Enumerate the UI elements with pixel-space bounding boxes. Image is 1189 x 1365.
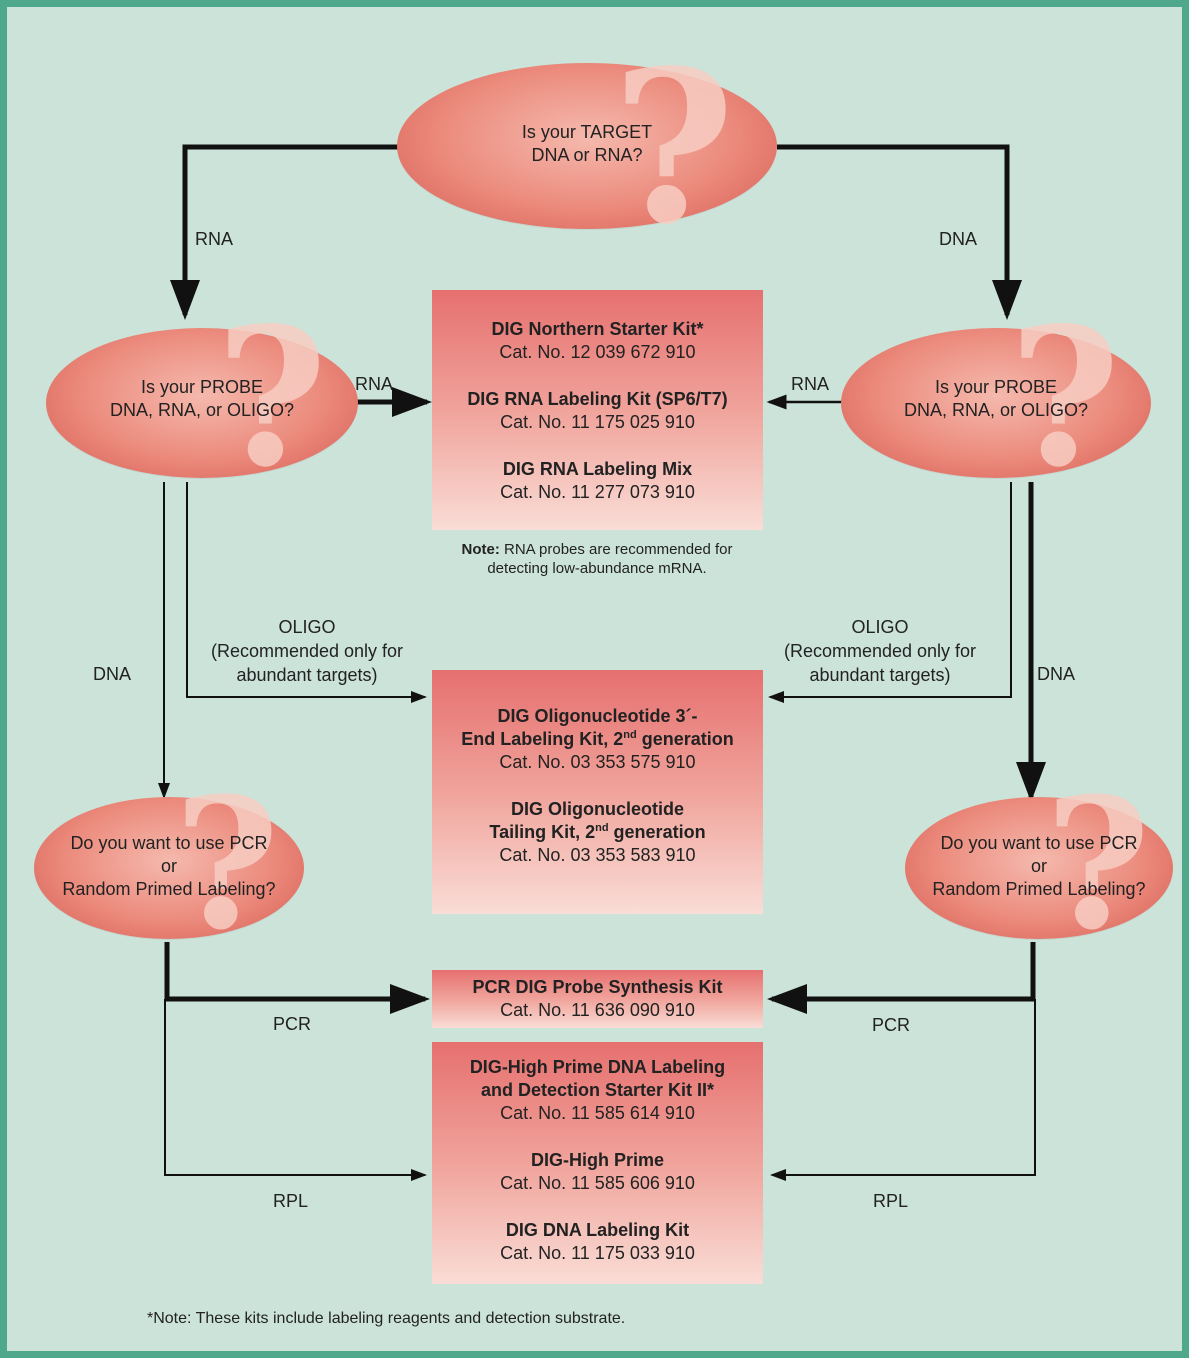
label-rna-probe-left: RNA <box>355 374 394 394</box>
right-pcr-question-text: Do you want to use PCR or Random Primed … <box>932 832 1145 901</box>
left-probe-question-line1: Is your PROBE <box>140 377 264 397</box>
left-probe-question-text: Is your PROBE DNA, RNA, or OLIGO? <box>110 376 294 422</box>
question-mark-icon: ? <box>216 286 328 509</box>
rpl-kit1-line2: and Detection Starter Kit II* <box>480 1080 715 1100</box>
oligo-kits-box: DIG Oligonucleotide 3´- End Labeling Kit… <box>432 670 763 914</box>
right-pcr-question-line3: Random Primed Labeling? <box>932 878 1146 899</box>
rna-kit1-cat: Cat. No. 12 039 672 910 <box>499 342 696 362</box>
target-question-line2: DNA or RNA? <box>531 145 643 165</box>
arrow-right-pcr <box>767 942 1036 1014</box>
rpl-kit3-name: DIG DNA Labeling Kit <box>505 1220 690 1240</box>
question-mark-icon: ? <box>174 759 280 970</box>
left-pcr-question-line1: Do you want to use PCR <box>70 832 268 853</box>
right-probe-question-ellipse: ? Is your PROBE DNA, RNA, or OLIGO? <box>841 303 1151 493</box>
arrow-target-to-left-probe <box>170 144 404 320</box>
connector-lines <box>158 144 1046 1181</box>
arrow-left-rpl <box>164 999 427 1181</box>
pcr-kit-cat: Cat. No. 11 636 090 910 <box>500 1000 695 1020</box>
label-dna-right-probe: DNA <box>1037 664 1076 684</box>
label-rpl-left: RPL <box>273 1191 309 1211</box>
pcr-kit-box: PCR DIG Probe Synthesis Kit Cat. No. 11 … <box>432 970 763 1028</box>
right-pcr-question-line2: or <box>1030 855 1047 876</box>
arrow-left-probe-oligo <box>186 482 427 703</box>
arrow-left-pcr <box>164 942 430 1014</box>
arrow-target-to-right-probe <box>777 144 1022 320</box>
left-probe-question-line2: DNA, RNA, or OLIGO? <box>109 400 295 420</box>
pcr-kit-name: PCR DIG Probe Synthesis Kit <box>472 977 723 997</box>
label-rna-probe-right: RNA <box>791 374 830 394</box>
right-probe-question-line2: DNA, RNA, or OLIGO? <box>903 400 1089 420</box>
rna-kit2-cat: Cat. No. 11 175 025 910 <box>500 412 695 432</box>
left-pcr-question-text: Do you want to use PCR or Random Primed … <box>62 832 275 901</box>
rpl-kit1-line1: DIG-High Prime DNA Labeling <box>469 1057 726 1077</box>
left-pcr-question-line3: Random Primed Labeling? <box>62 878 276 899</box>
rna-note-bold: Note: <box>461 541 500 558</box>
label-pcr-right: PCR <box>872 1015 911 1035</box>
right-pcr-question-ellipse: ? Do you want to use PCR or Random Prime… <box>905 775 1173 955</box>
arrow-right-probe-oligo <box>768 482 1012 703</box>
rpl-kit1-cat: Cat. No. 11 585 614 910 <box>500 1103 695 1123</box>
oligo-kit2-line1: DIG Oligonucleotide <box>510 799 684 819</box>
rna-kits-box: DIG Northern Starter Kit* Cat. No. 12 03… <box>432 290 763 530</box>
rna-kit2-name: DIG RNA Labeling Kit (SP6/T7) <box>467 389 728 409</box>
rna-kit3-cat: Cat. No. 11 277 073 910 <box>500 482 695 502</box>
label-dna-left: DNA <box>93 664 132 684</box>
question-mark-icon: ? <box>612 24 736 271</box>
oligo-kit1-cat: Cat. No. 03 353 575 910 <box>499 752 696 772</box>
target-question-ellipse: ? Is your TARGET DNA or RNA? <box>397 43 777 253</box>
rpl-kits-box: DIG-High Prime DNA Labeling and Detectio… <box>432 1042 763 1284</box>
left-pcr-question-ellipse: ? Do you want to use PCR or Random Prime… <box>34 775 304 955</box>
target-question-text: Is your TARGET DNA or RNA? <box>522 121 652 167</box>
question-mark-icon: ? <box>1009 286 1121 509</box>
rpl-kit3-cat: Cat. No. 11 175 033 910 <box>500 1243 695 1263</box>
label-pcr-left: PCR <box>273 1014 312 1034</box>
oligo-kit2-line2: Tailing Kit, 2nd generation <box>489 822 706 842</box>
right-probe-question-line1: Is your PROBE <box>934 377 1058 397</box>
question-mark-icon: ? <box>1045 759 1151 970</box>
footnote: *Note: These kits include labeling reage… <box>147 1310 626 1327</box>
right-pcr-question-line1: Do you want to use PCR <box>940 832 1138 853</box>
left-pcr-question-line2: or <box>160 855 177 876</box>
rpl-kit2-cat: Cat. No. 11 585 606 910 <box>500 1173 695 1193</box>
oligo-kit1-line2: End Labeling Kit, 2nd generation <box>461 729 734 749</box>
rpl-kit2-name: DIG-High Prime <box>530 1150 664 1170</box>
rna-kit3-name: DIG RNA Labeling Mix <box>502 459 693 479</box>
oligo-kit2-cat: Cat. No. 03 353 583 910 <box>499 845 696 865</box>
rna-note-text2: detecting low-abundance mRNA. <box>487 560 707 577</box>
label-rna-left: RNA <box>195 229 234 249</box>
arrow-right-rpl <box>770 999 1036 1181</box>
target-question-line1: Is your TARGET <box>521 122 653 142</box>
rna-note-text1: RNA probes are recommended for <box>499 541 733 558</box>
label-rpl-right: RPL <box>873 1191 909 1211</box>
rna-kit1-name: DIG Northern Starter Kit* <box>491 319 704 339</box>
oligo-kit1-line1: DIG Oligonucleotide 3´- <box>497 706 698 726</box>
rna-note: Note: RNA probes are recommended for det… <box>427 540 767 578</box>
right-probe-question-text: Is your PROBE DNA, RNA, or OLIGO? <box>904 376 1088 422</box>
label-dna-right: DNA <box>939 229 978 249</box>
left-probe-question-ellipse: ? Is your PROBE DNA, RNA, or OLIGO? <box>46 303 358 493</box>
